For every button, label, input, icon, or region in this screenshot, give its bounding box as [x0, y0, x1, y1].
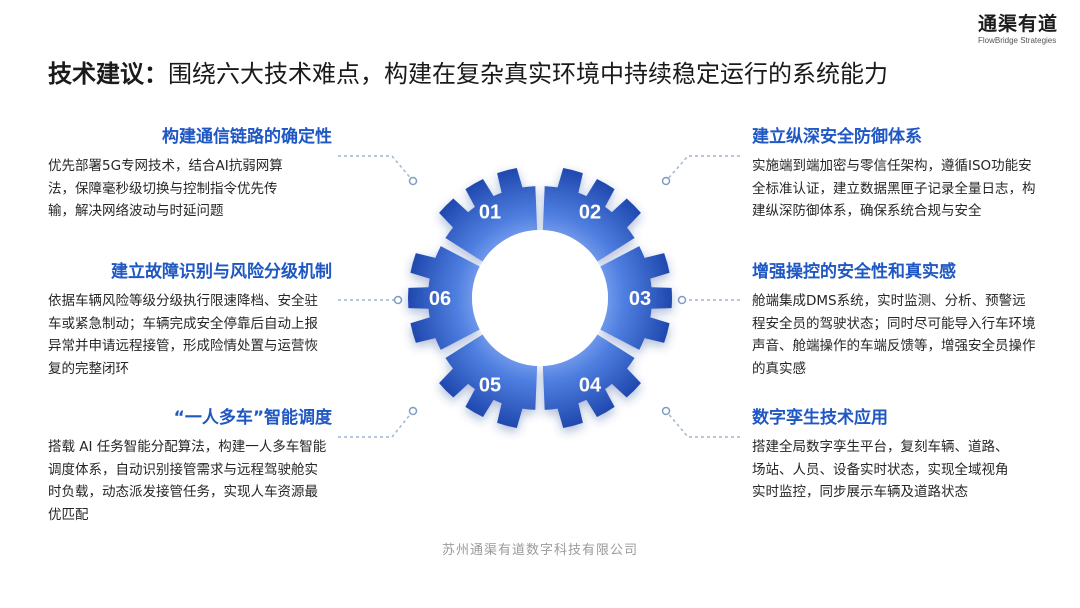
- suggestion-block-02: 建立纵深安全防御体系 实施端到端加密与零信任架构，遵循ISO功能安全标准认证，建…: [752, 124, 1042, 223]
- suggestion-block-06: 建立故障识别与风险分级机制 依据车辆风险等级分级执行限速降档、安全驻车或紧急制动…: [48, 259, 332, 380]
- gear-label-05: 05: [479, 375, 501, 397]
- footer-company: 苏州通渠有道数字科技有限公司: [441, 543, 638, 558]
- suggestion-heading: 数字孪生技术应用: [752, 408, 888, 428]
- suggestion-block-01: 构建通信链路的确定性 优先部署5G专网技术，结合AI抗弱网算法，保障毫秒级切换与…: [48, 124, 332, 223]
- gear-label-01: 01: [479, 201, 501, 223]
- company-logo: 通渠有道 FlowBridge Strategies: [978, 12, 1058, 46]
- gear-labels: 01 02 03 04 05 06: [429, 201, 651, 396]
- suggestion-text: 优先部署5G专网技术，结合AI抗弱网算法，保障毫秒级切换与控制指令优先传输，解决…: [48, 158, 283, 219]
- gear-segment-05: [439, 334, 538, 428]
- suggestion-text: 实施端到端加密与零信任架构，遵循ISO功能安全标准认证，建立数据黑匣子记录全量日…: [752, 158, 1036, 219]
- suggestion-block-03: 增强操控的安全性和真实感 舱端集成DMS系统，实时监测、分析、预警远程安全员的驾…: [752, 259, 1042, 380]
- suggestion-text: 搭建全局数字孪生平台，复刻车辆、道路、场站、人员、设备实时状态，实现全域视角实时…: [752, 439, 1009, 500]
- gear-label-06: 06: [429, 288, 451, 310]
- suggestion-heading: 建立故障识别与风险分级机制: [111, 262, 332, 282]
- suggestion-heading: 建立纵深安全防御体系: [752, 127, 922, 147]
- title-main: 围绕六大技术难点，构建在复杂真实环境中持续稳定运行的系统能力: [168, 60, 888, 88]
- gear-segment-02: [542, 168, 641, 262]
- suggestion-heading: “一人多车”智能调度: [173, 408, 332, 428]
- logo-name: 通渠有道: [977, 13, 1058, 35]
- suggestion-block-04: 数字孪生技术应用 搭建全局数字孪生平台，复刻车辆、道路、场站、人员、设备实时状态…: [752, 405, 1042, 504]
- suggestion-text: 依据车辆风险等级分级执行限速降档、安全驻车或紧急制动；车辆完成安全停靠后自动上报…: [48, 293, 318, 377]
- gear-segments: [407, 168, 673, 428]
- gear-segment-06: [407, 246, 480, 350]
- gear-wheel-diagram: 01 02 03 04 05 06: [407, 168, 673, 428]
- logo-subtitle: FlowBridge Strategies: [977, 36, 1057, 45]
- suggestion-block-05: “一人多车”智能调度 搭载 AI 任务智能分配算法，构建一人多车智能调度体系，自…: [48, 405, 332, 526]
- gear-label-03: 03: [629, 288, 651, 310]
- suggestion-heading: 构建通信链路的确定性: [162, 127, 332, 147]
- gear-center-hole: [472, 230, 608, 366]
- suggestion-text: 搭载 AI 任务智能分配算法，构建一人多车智能调度体系，自动识别接管需求与远程驾…: [48, 439, 327, 523]
- suggestion-heading: 增强操控的安全性和真实感: [752, 262, 956, 282]
- gear-segment-03: [600, 246, 673, 350]
- page-title: 技术建议：围绕六大技术难点，构建在复杂真实环境中持续稳定运行的系统能力: [48, 55, 888, 93]
- gear-label-02: 02: [579, 201, 601, 223]
- title-prefix: 技术建议：: [48, 60, 168, 88]
- gear-label-04: 04: [579, 375, 602, 397]
- suggestion-text: 舱端集成DMS系统，实时监测、分析、预警远程安全员的驾驶状态；同时尽可能导入行车…: [752, 293, 1036, 377]
- gear-segment-01: [439, 168, 538, 262]
- gear-segment-04: [542, 334, 641, 428]
